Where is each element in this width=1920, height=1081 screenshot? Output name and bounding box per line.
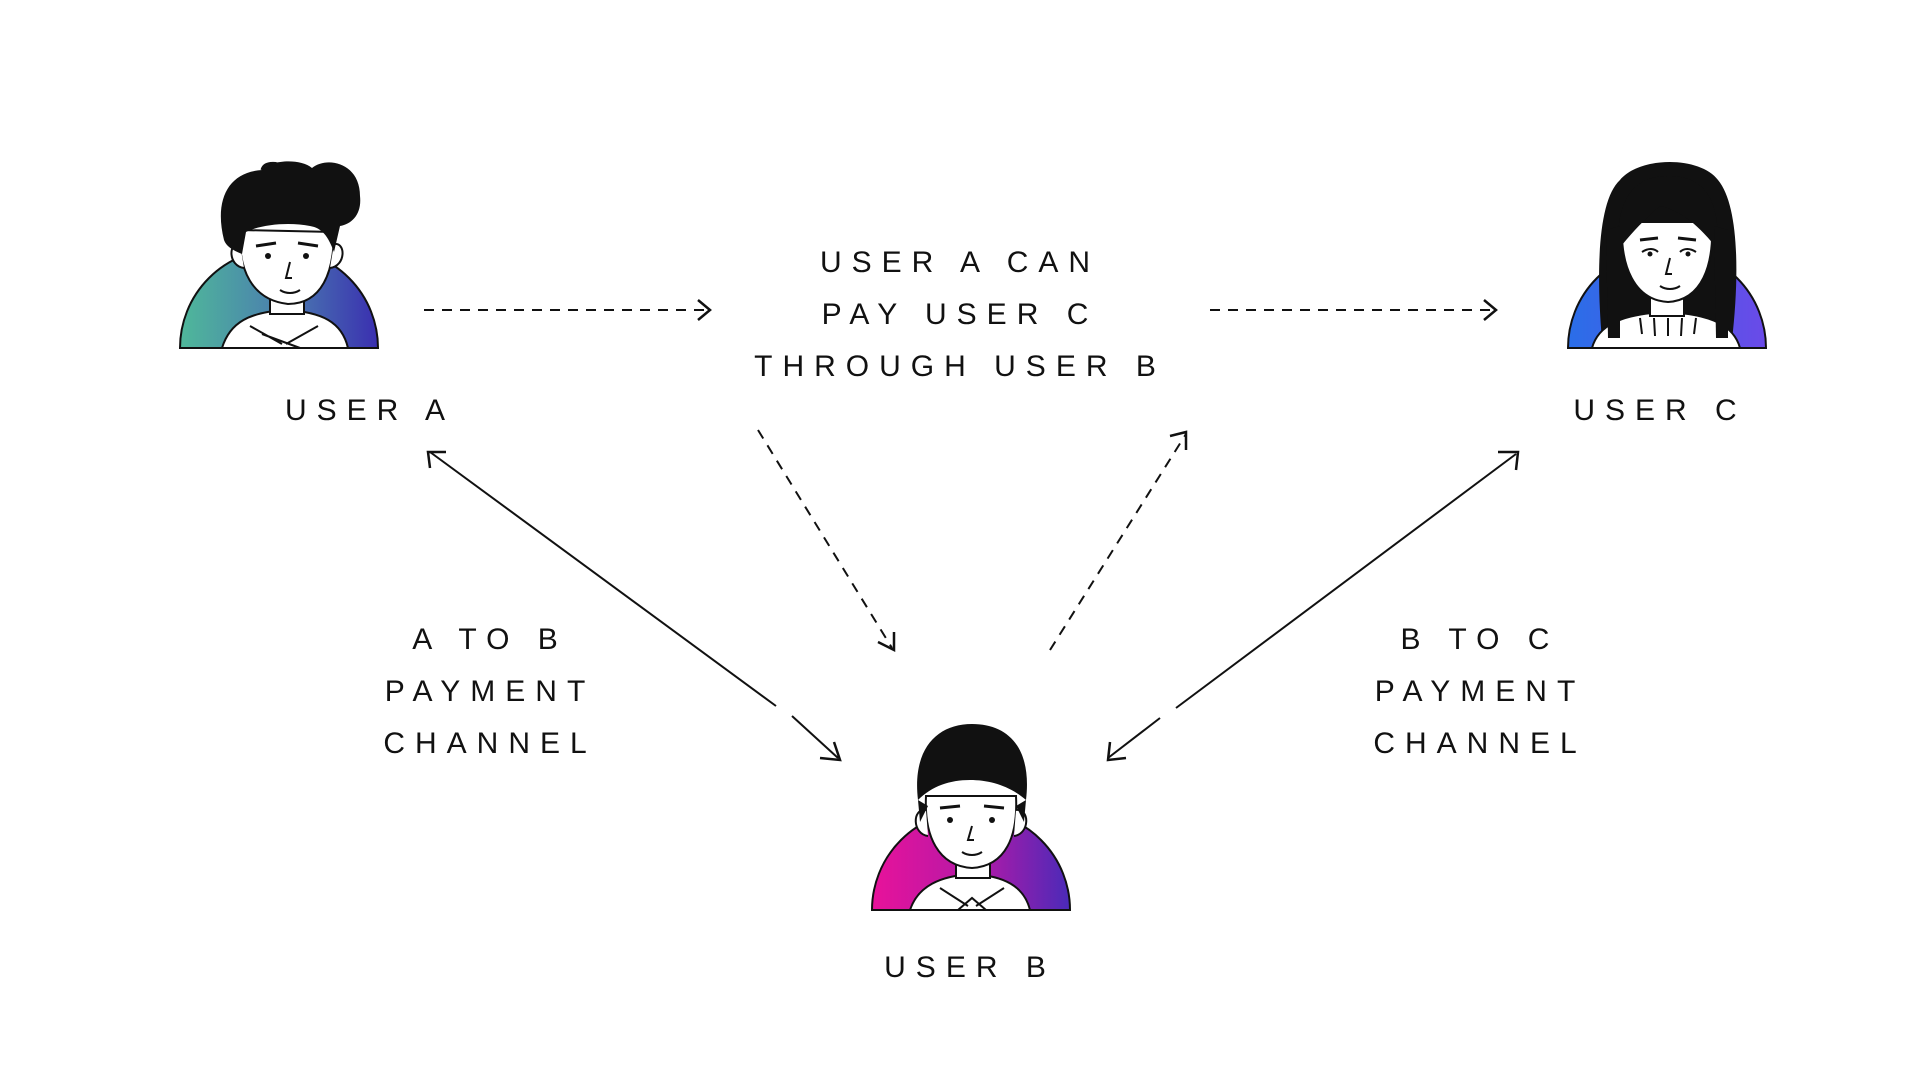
center-note-line: PAY USER C (821, 298, 1099, 331)
channel-bc-line: B TO C (1400, 623, 1560, 656)
dashed-arrow-b-to-center (1049, 430, 1188, 651)
channel-bc-label: B TO C PAYMENT CHANNEL (1290, 614, 1670, 770)
user-a-name: USER A (284, 394, 456, 427)
center-note: USER A CAN PAY USER C THROUGH USER B (700, 237, 1220, 393)
person-avatar-icon (870, 724, 1072, 911)
channel-bc-line: CHANNEL (1373, 727, 1587, 760)
channel-ab-line: CHANNEL (383, 727, 597, 760)
dashed-arrow-center-to-c (1210, 299, 1498, 321)
user-a-label: USER A (180, 385, 560, 437)
channel-arrow-b-c (1106, 450, 1520, 762)
center-note-line: USER A CAN (819, 246, 1101, 279)
man-avatar-icon (178, 161, 380, 349)
dashed-arrow-center-to-b (757, 429, 896, 653)
channel-ab-line: PAYMENT (384, 675, 596, 708)
user-b-name: USER B (884, 951, 1056, 984)
channel-ab-label: A TO B PAYMENT CHANNEL (300, 614, 680, 770)
center-note-line: THROUGH USER B (754, 350, 1166, 383)
dashed-arrow-a-to-center (424, 299, 712, 321)
channel-arrow-a-b (426, 450, 842, 762)
woman-avatar-icon (1566, 162, 1768, 349)
user-c-name: USER C (1573, 394, 1747, 427)
user-c-label: USER C (1470, 385, 1850, 437)
user-b-label: USER B (780, 942, 1160, 994)
channel-bc-line: PAYMENT (1374, 675, 1586, 708)
channel-ab-line: A TO B (412, 623, 568, 656)
